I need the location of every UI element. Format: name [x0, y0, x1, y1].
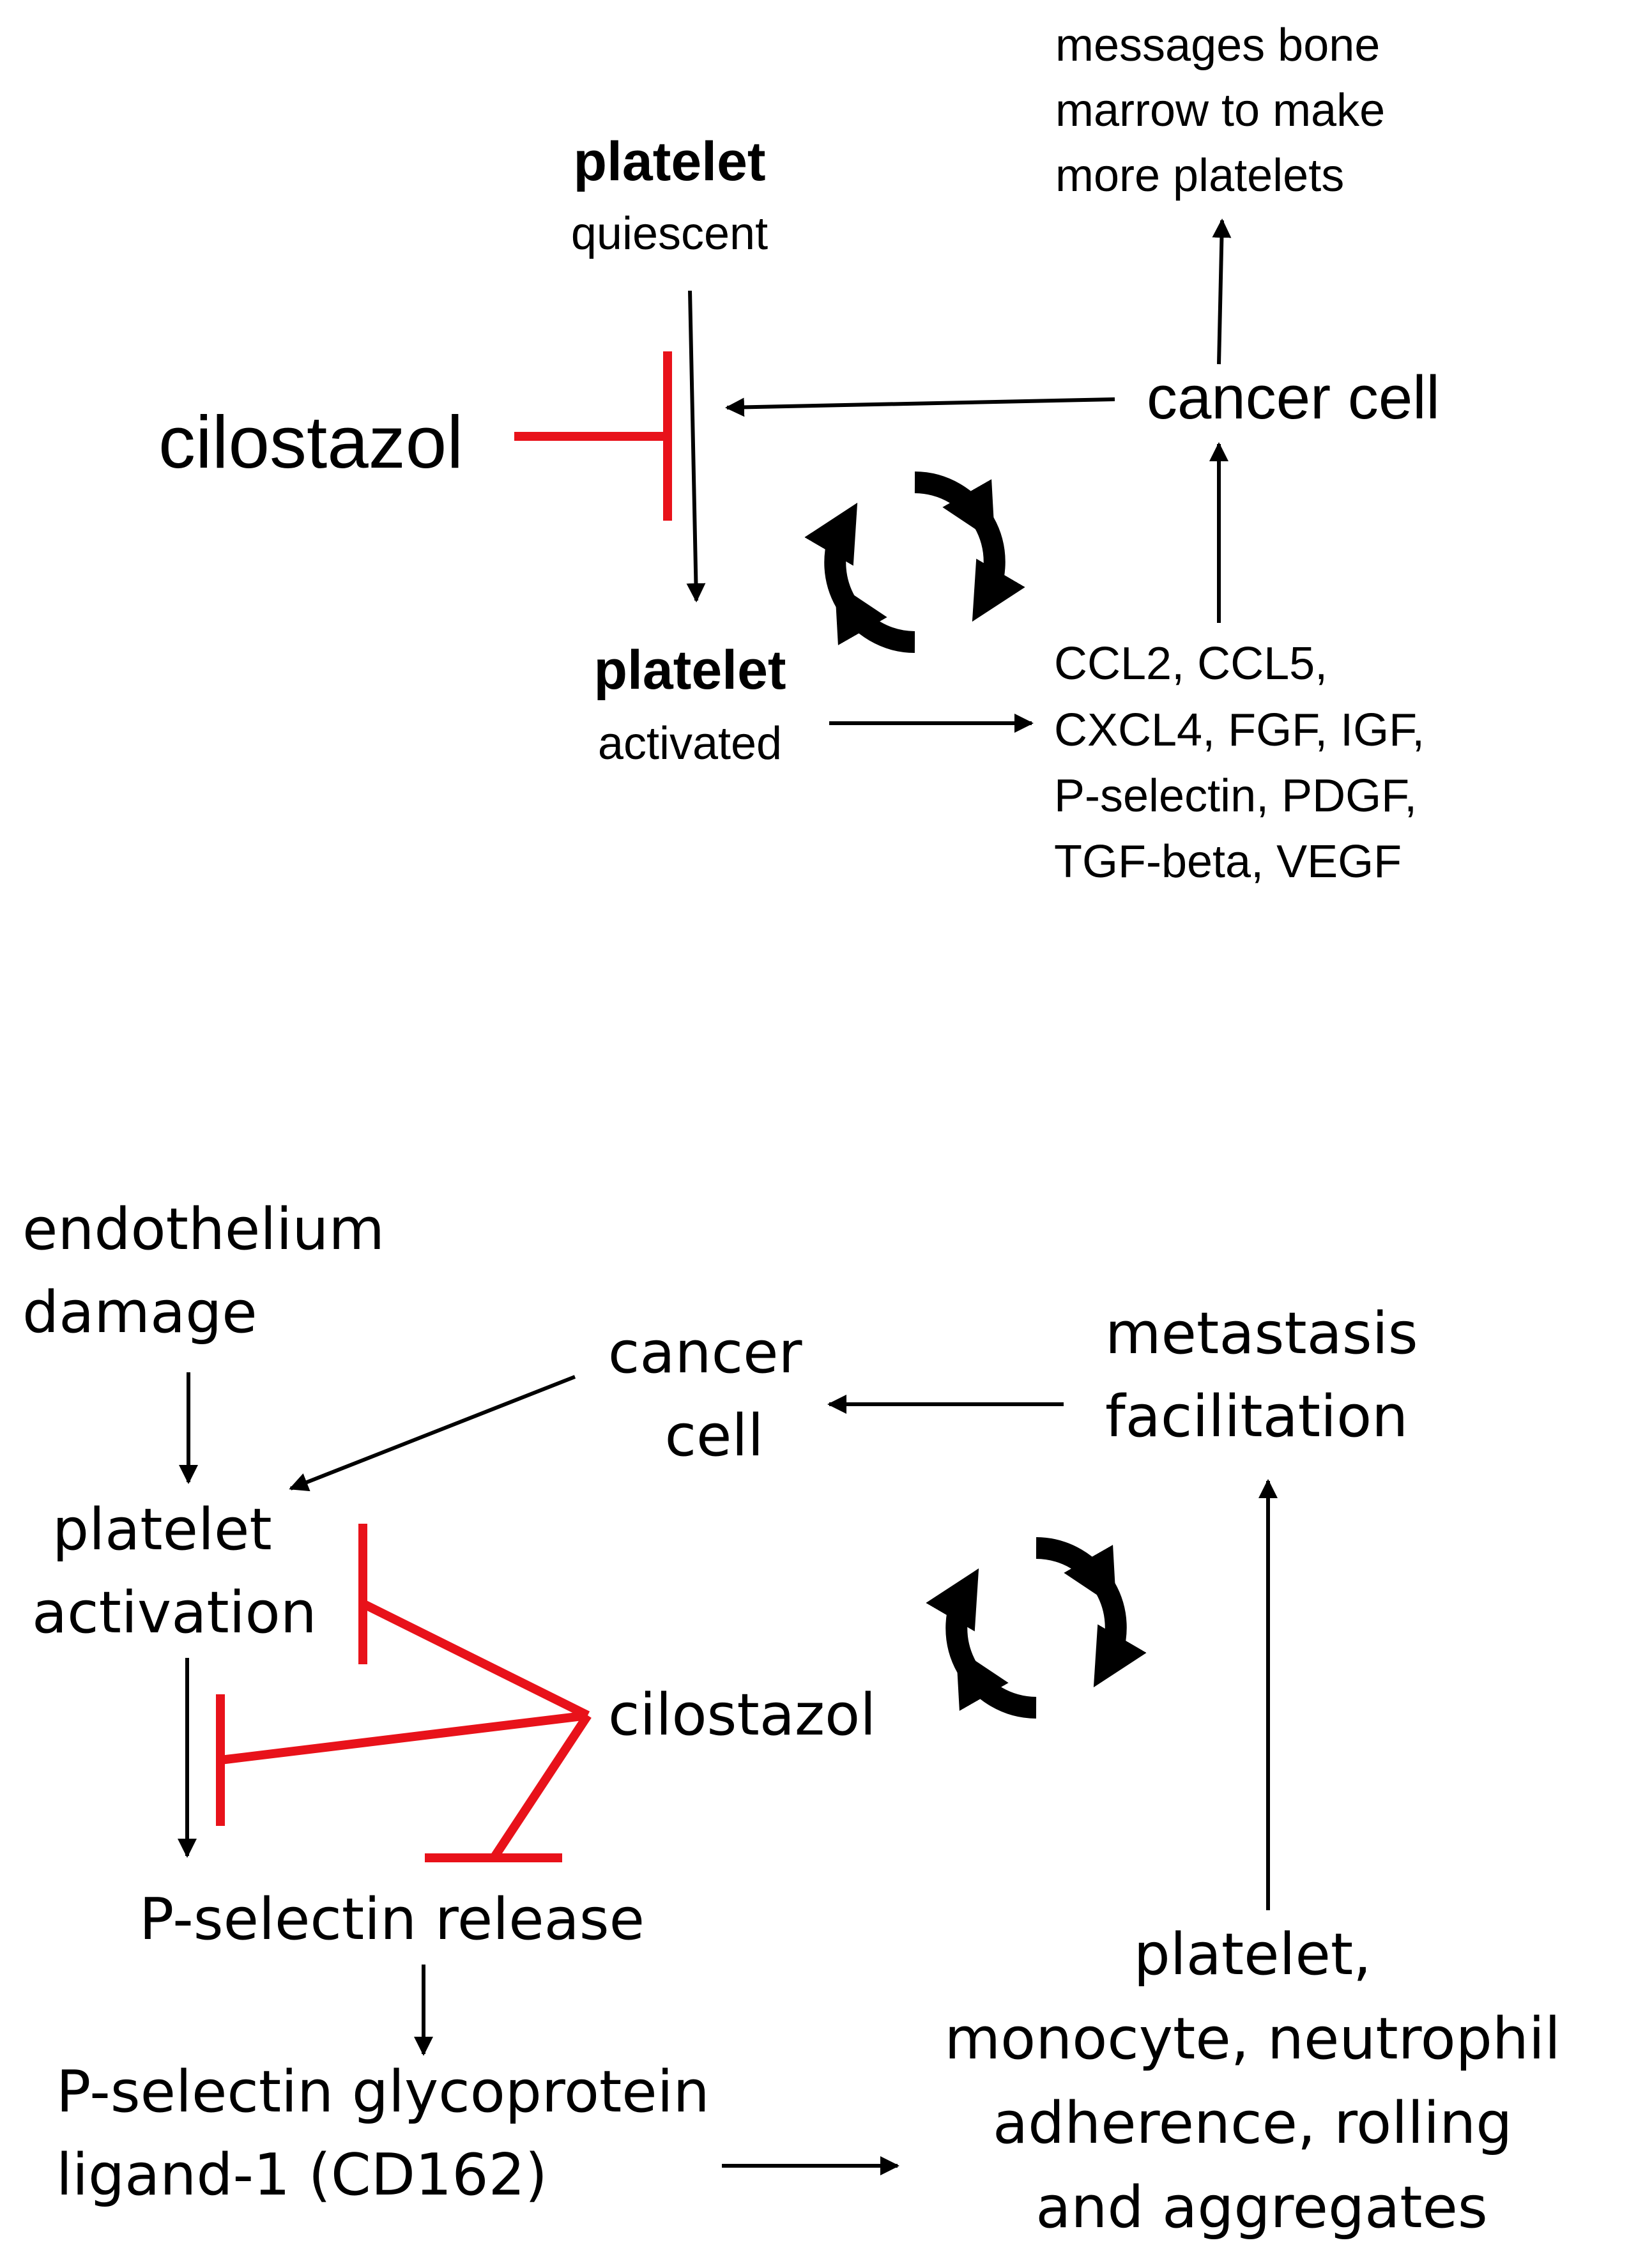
metastasis-facilitation: metastasis facilitation [1105, 1300, 1436, 1450]
top-panel: platelet quiescent messages bone marrow … [158, 20, 1440, 887]
platelet-activated-subtitle: activated [598, 718, 782, 769]
p-selectin-release: P-selectin release [139, 1886, 645, 1953]
secreted-factors: CCL2, CCL5, CXCL4, FGF, IGF, P-selectin,… [1054, 638, 1437, 887]
psgl-1: P-selectin glycoprotein ligand-1 (CD162) [56, 2058, 728, 2209]
cancer-to-platelet-activation-arrow [289, 1375, 576, 1492]
bottom-panel: endothelium damage cancer cell metastasi… [22, 1196, 1579, 2241]
endothelium-damage: endothelium damage [22, 1196, 403, 1346]
cancer-cell-bottom: cancer cell [608, 1319, 820, 1469]
cilostazol-inhibition-bottom [216, 1524, 592, 1862]
cilostazol-label-top: cilostazol [158, 401, 463, 484]
cilostazol-inhibition-top [514, 351, 672, 521]
platelet-quiescent-title: platelet [573, 131, 765, 192]
cilostazol-label-bottom: cilostazol [608, 1682, 876, 1749]
cancer-cell-top: cancer cell [1147, 364, 1440, 432]
platelet-activation: platelet activation [32, 1496, 317, 1646]
cell-adherence: platelet, monocyte, neutrophil adherence… [944, 1921, 1579, 2241]
cancer-to-platelet-arrow [725, 397, 1115, 417]
activation-arrow [686, 290, 706, 602]
cancer-to-bone-marrow-arrow [1212, 218, 1232, 365]
bone-marrow-message: messages bone marrow to make more platel… [1055, 20, 1398, 201]
platelet-quiescent-subtitle: quiescent [571, 208, 768, 259]
platelet-activated-title: platelet [593, 640, 786, 701]
cycle-arrows-icon [926, 1537, 1147, 1719]
cycle-arrows-icon [804, 471, 1025, 653]
